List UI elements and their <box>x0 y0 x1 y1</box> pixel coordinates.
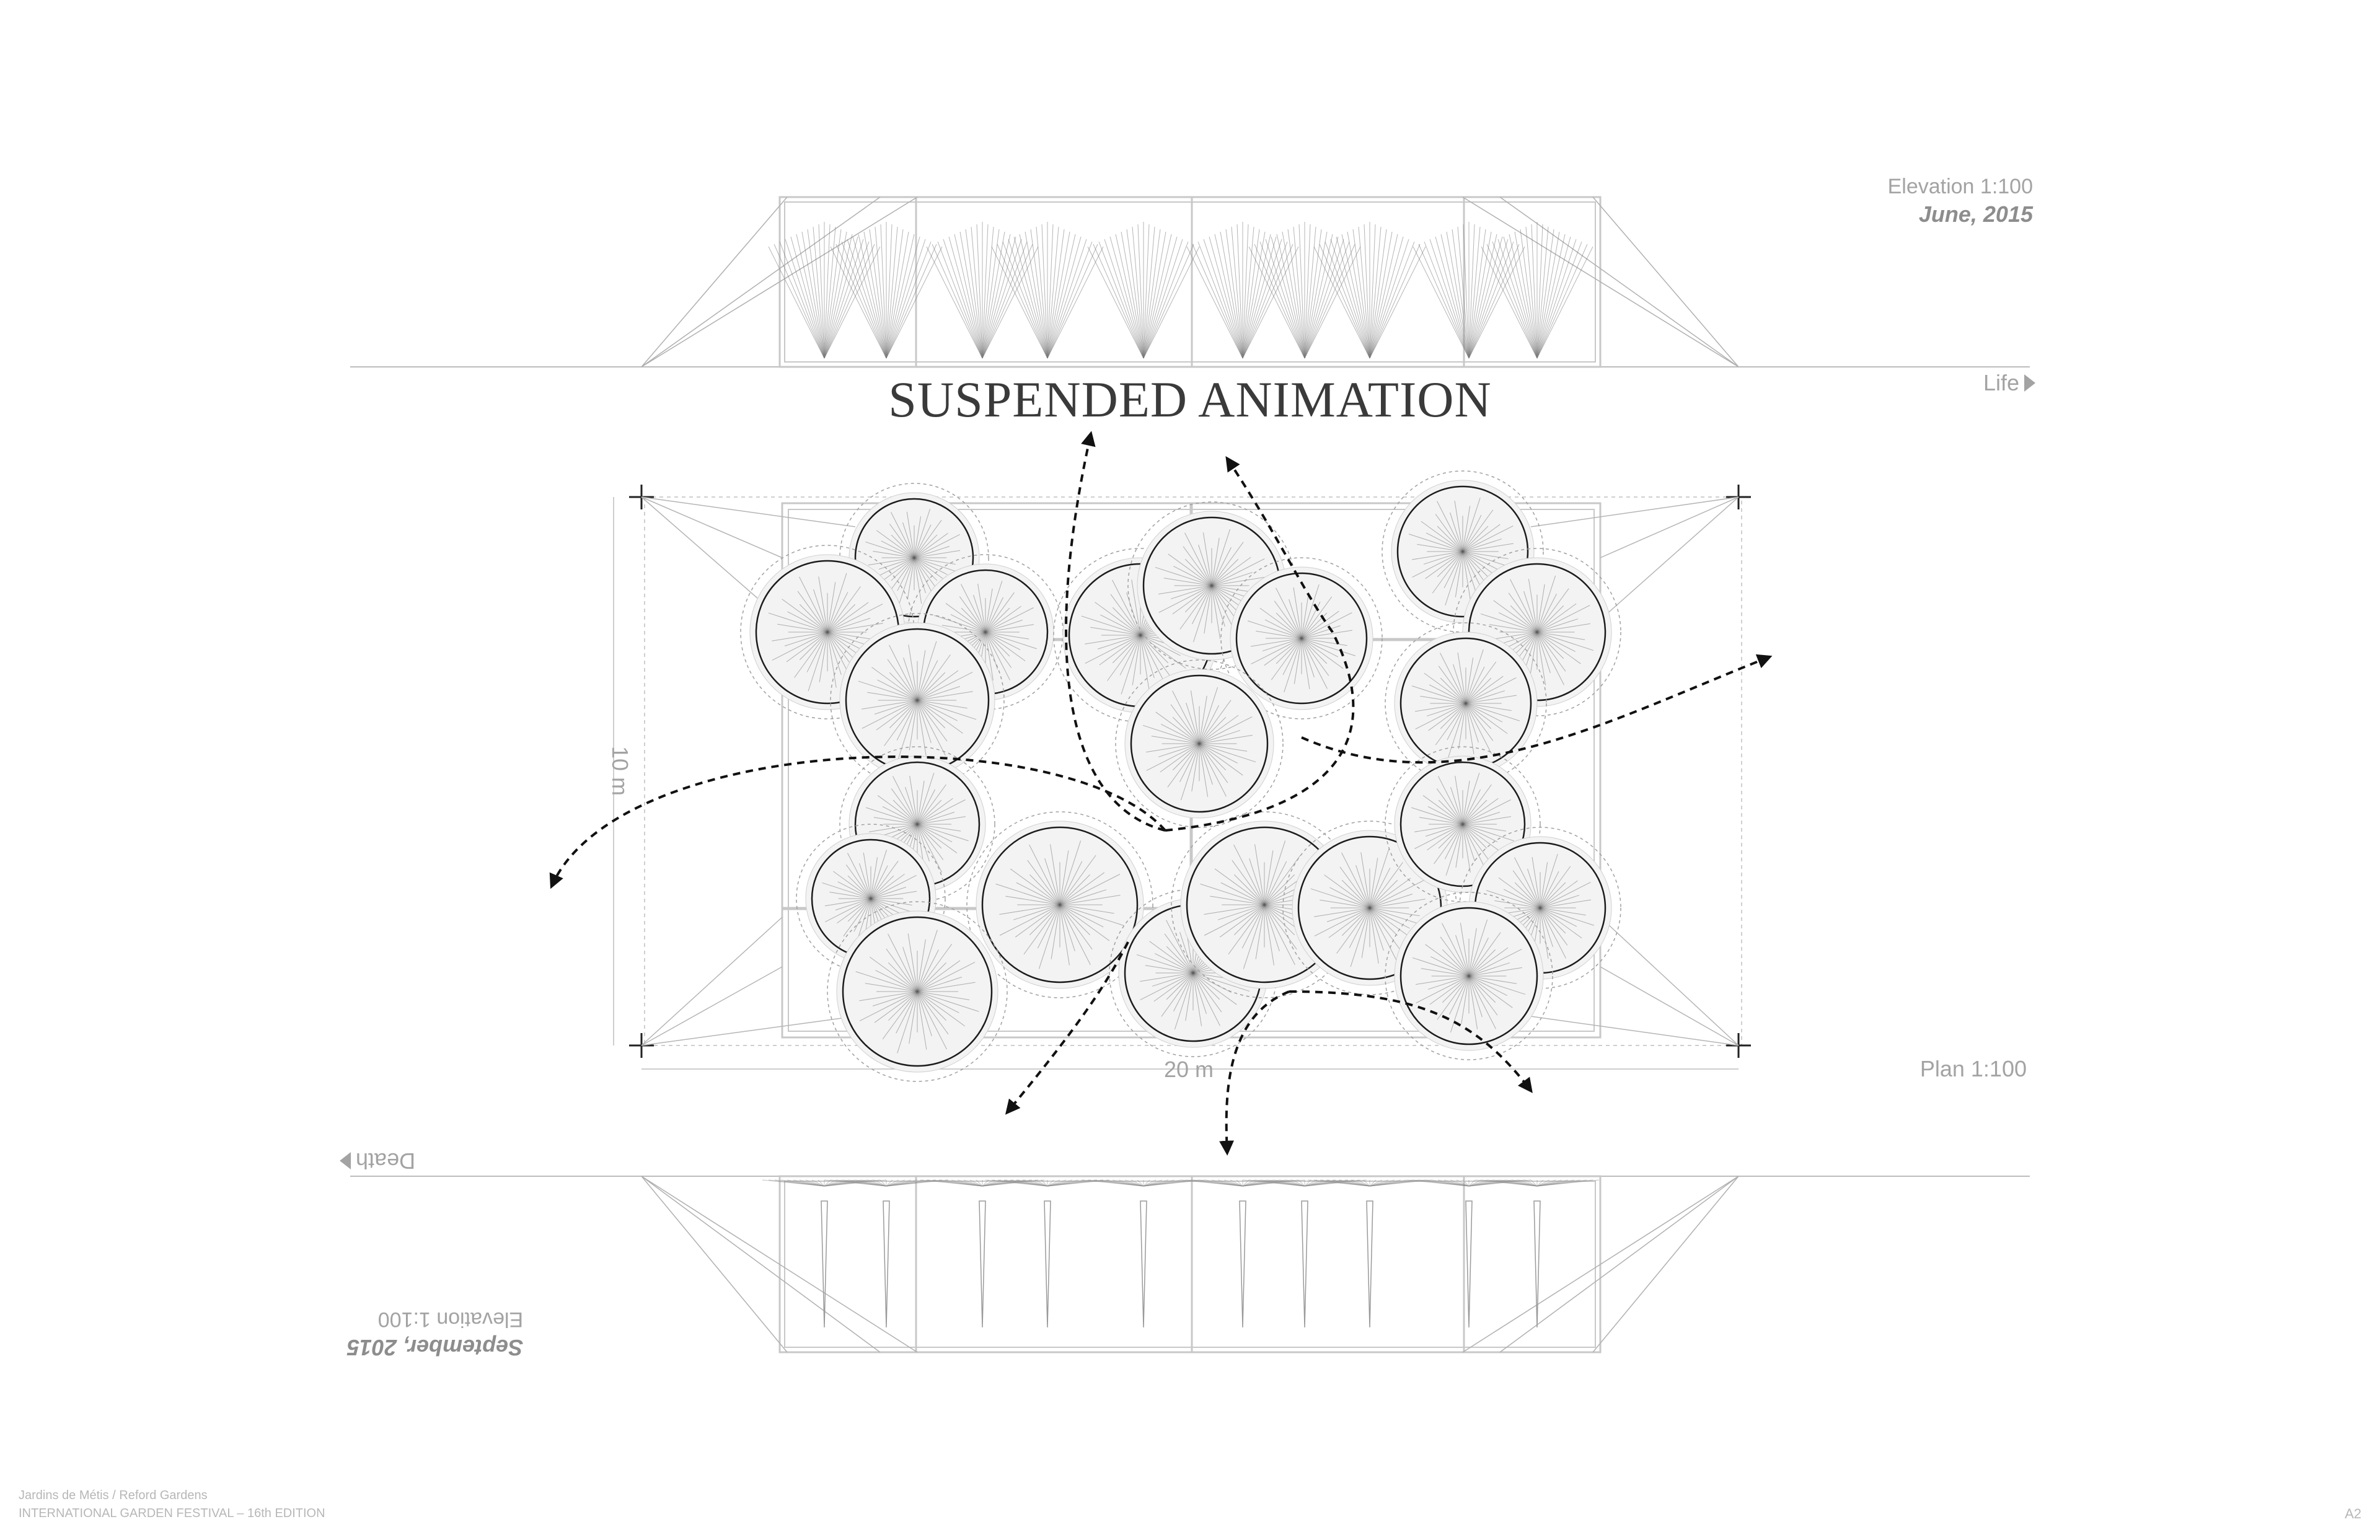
plant <box>1180 1179 1305 1328</box>
plant <box>1474 1179 1600 1328</box>
guy-line <box>641 966 783 1046</box>
play-arrow-icon <box>2024 374 2035 392</box>
plan-depth-dimension: 10 m <box>607 746 633 796</box>
elevation-frame-inner <box>784 201 1596 363</box>
guy-line <box>641 196 881 367</box>
plant <box>991 222 1104 359</box>
plant <box>1087 222 1200 359</box>
tree-canopy <box>1385 892 1553 1060</box>
plant <box>1413 222 1525 359</box>
plant <box>824 1179 949 1328</box>
guy-line <box>1530 1016 1739 1046</box>
flow-arrow <box>1219 990 1290 1156</box>
flow-arrow <box>1301 654 1773 764</box>
plant <box>1186 222 1299 359</box>
footer-organization: Jardins de Métis / Reford Gardens <box>19 1489 208 1502</box>
guy-line <box>641 917 783 1046</box>
guy-line <box>1530 496 1739 527</box>
life-text: Life <box>1983 370 2019 395</box>
elevation-top <box>641 196 1739 368</box>
plant <box>1481 222 1593 359</box>
guy-line <box>641 1176 918 1353</box>
death-label: Death <box>340 1148 416 1174</box>
guy-line <box>1462 196 1739 367</box>
plant <box>830 222 943 359</box>
plan-scale: Plan 1:100 <box>1919 1056 2027 1081</box>
elevation-top-date: June, 2015 <box>1918 201 2033 227</box>
plan-view <box>613 470 1751 1082</box>
elevation-top-scale: Elevation 1:100 <box>1887 175 2033 198</box>
plant <box>768 222 881 359</box>
guy-line <box>1600 496 1739 620</box>
guy-line <box>1592 1176 1739 1353</box>
elevation-bottom-caption: September, 2015 Elevation 1:100 <box>347 1308 524 1360</box>
guy-line <box>641 196 918 367</box>
death-text: Death <box>356 1148 416 1174</box>
guy-line <box>641 1176 881 1353</box>
plant <box>985 1179 1110 1328</box>
flow-arrow <box>549 755 1166 889</box>
plan-width-dimension: 20 m <box>1164 1057 1214 1082</box>
elevation-frame-inner <box>784 1181 1596 1348</box>
guy-line <box>1600 917 1739 1046</box>
project-title: SUSPENDED ANIMATION <box>888 371 1492 428</box>
flow-arrow <box>1005 941 1129 1115</box>
life-label: Life <box>1983 372 2035 394</box>
guy-line <box>641 496 783 558</box>
guy-line <box>641 196 788 367</box>
elevation-bottom-date: September, 2015 <box>347 1335 524 1360</box>
guy-line <box>641 1176 788 1353</box>
plant <box>920 1179 1045 1328</box>
guy-line <box>641 1016 856 1046</box>
guy-line <box>1499 1176 1739 1353</box>
plant <box>1242 1179 1367 1328</box>
plant <box>1313 222 1426 359</box>
elevation-bottom <box>641 1175 1739 1353</box>
play-arrow-icon <box>340 1152 351 1169</box>
tree-canopy <box>827 901 1008 1082</box>
guy-line <box>1499 196 1739 367</box>
guy-line <box>641 496 856 527</box>
elevation-bottom-scale: Elevation 1:100 <box>377 1308 524 1331</box>
plant <box>1248 222 1361 359</box>
tree-canopy <box>1115 659 1284 828</box>
plant <box>1081 1179 1206 1328</box>
plant <box>762 1179 887 1328</box>
page-number: A2 <box>2345 1506 2361 1521</box>
guy-line <box>1462 1176 1739 1353</box>
plant <box>1406 1179 1532 1328</box>
flow-arrow <box>1165 456 1355 832</box>
footer-festival: INTERNATIONAL GARDEN FESTIVAL – 16th EDI… <box>19 1507 325 1520</box>
tree-canopy <box>830 613 1005 788</box>
flow-arrows <box>549 431 1773 1156</box>
tree-canopy <box>966 811 1153 998</box>
guy-line <box>1600 966 1739 1046</box>
elevation-frame <box>778 1175 1602 1353</box>
flow-arrow <box>1065 431 1166 832</box>
guy-line <box>1600 496 1739 558</box>
flow-arrow <box>1289 990 1533 1093</box>
tree-canopy <box>1220 557 1383 719</box>
guy-line <box>1592 196 1739 367</box>
plant <box>1307 1179 1432 1328</box>
